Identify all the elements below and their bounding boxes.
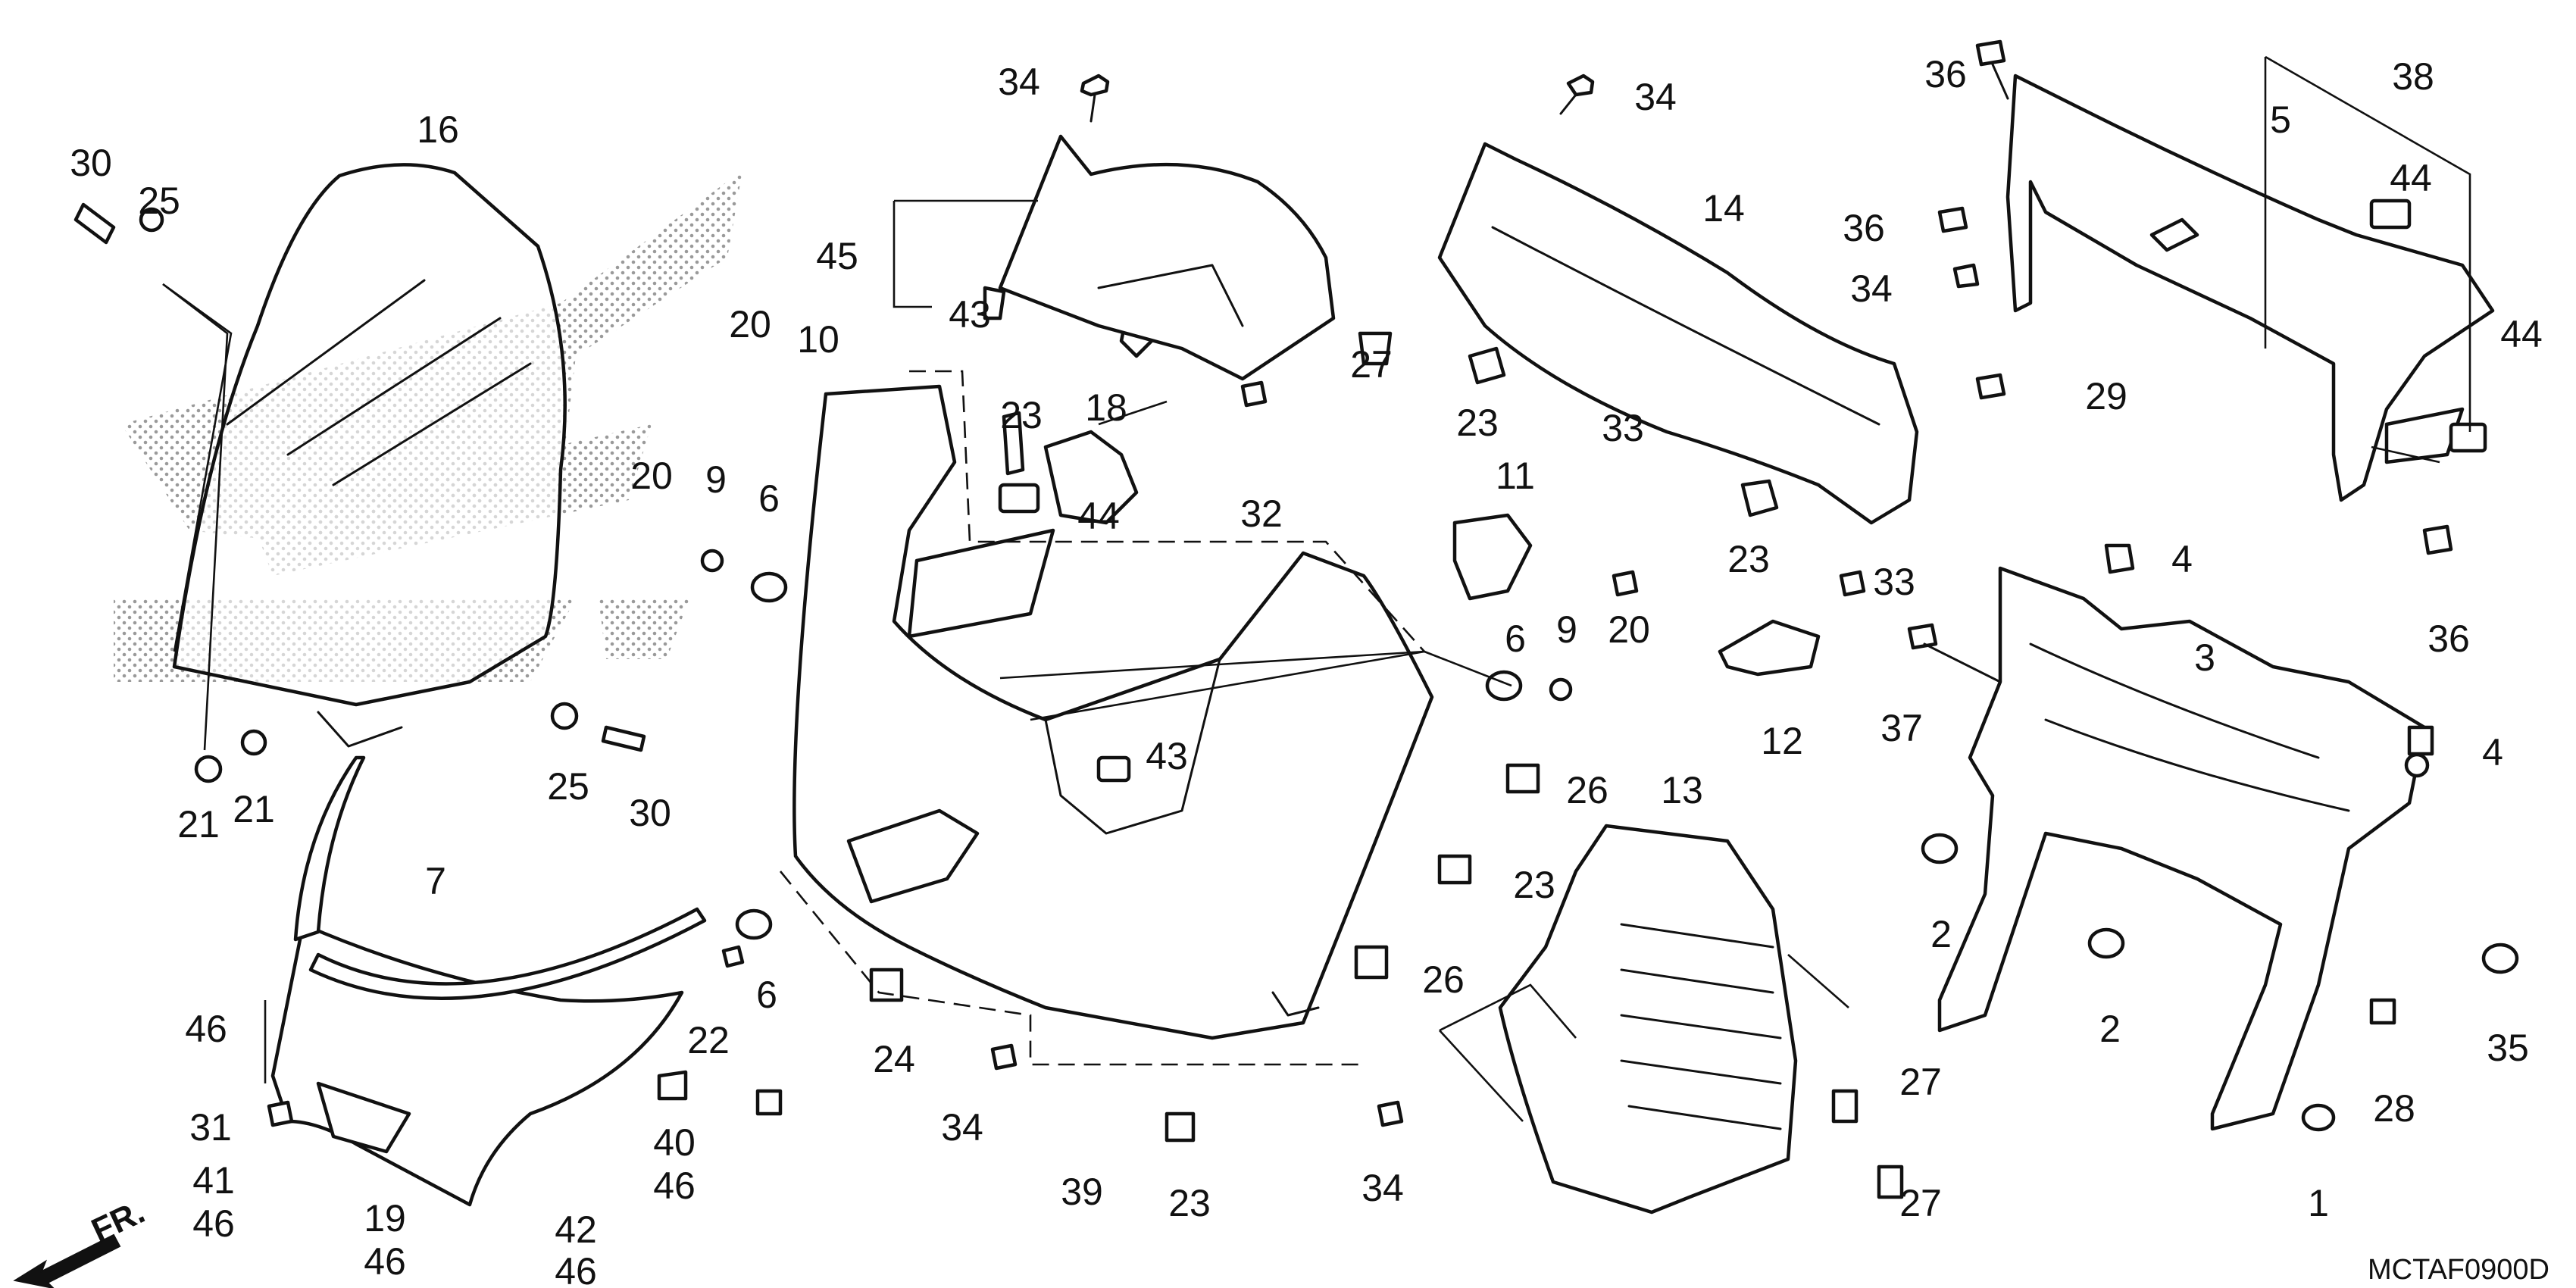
callout-9-a: 9 — [705, 458, 727, 501]
callout-23-d: 23 — [1513, 864, 1555, 906]
callout-2-a: 2 — [1930, 913, 1952, 955]
bracket-11-part — [1452, 513, 1533, 601]
front-cover-part — [270, 755, 707, 1207]
callout-33-b: 33 — [1873, 561, 1915, 603]
front-direction-label: FR. — [86, 1193, 151, 1249]
callout-39: 39 — [1061, 1171, 1103, 1213]
callout-27-a: 27 — [1350, 343, 1393, 386]
callout-23-b: 23 — [1456, 402, 1499, 444]
callout-40: 40 — [653, 1121, 696, 1164]
callout-30-b: 30 — [629, 792, 671, 834]
callout-27-b: 27 — [1899, 1061, 1942, 1103]
callout-34-a: 34 — [941, 1106, 983, 1149]
callout-23-a: 23 — [1000, 394, 1043, 436]
callout-12: 12 — [1761, 720, 1803, 762]
callout-5: 5 — [2270, 98, 2291, 141]
callout-27-c: 27 — [1899, 1182, 1942, 1224]
callout-35: 35 — [2487, 1027, 2529, 1069]
callout-32: 32 — [1240, 492, 1283, 535]
callout-labels: 30 25 16 21 21 25 30 7 46 31 41 46 19 46… — [70, 53, 2543, 1288]
callout-42: 42 — [555, 1208, 597, 1251]
front-direction-arrow: FR. — [13, 1193, 151, 1288]
callout-1: 1 — [2308, 1182, 2329, 1224]
callout-9-b: 9 — [1556, 608, 1577, 651]
callout-24: 24 — [873, 1038, 915, 1080]
callout-20-b: 20 — [630, 455, 673, 497]
diagram-code: MCTAF0900D — [2368, 1254, 2549, 1286]
callout-20-a: 20 — [729, 303, 771, 345]
callout-43-b: 43 — [1146, 735, 1188, 777]
callout-46-d: 46 — [555, 1250, 597, 1288]
small-cover-part — [1043, 430, 1139, 525]
callout-23-c: 23 — [1727, 538, 1770, 580]
callout-3: 3 — [2194, 636, 2215, 679]
callout-46-b: 46 — [192, 1202, 235, 1245]
callout-45: 45 — [816, 235, 858, 277]
callout-13: 13 — [1661, 769, 1703, 811]
leader-lines — [162, 55, 2471, 1122]
callout-6-a: 6 — [758, 477, 780, 520]
screw-icons — [267, 39, 2453, 1127]
callout-34-e: 34 — [1361, 1167, 1404, 1209]
hardware-parts — [657, 199, 2519, 1199]
callout-38: 38 — [2392, 55, 2434, 98]
group-outline-39 — [779, 370, 1425, 1066]
callout-44-c: 44 — [2500, 313, 2543, 355]
callout-34-d: 34 — [1850, 267, 1893, 310]
bracket-12-part — [1718, 619, 1821, 677]
callout-31: 31 — [189, 1106, 232, 1149]
callout-7: 7 — [425, 860, 446, 902]
callout-33-a: 33 — [1602, 407, 1644, 449]
callout-10: 10 — [797, 318, 839, 361]
callout-44-b: 44 — [2390, 157, 2432, 199]
callout-23-e: 23 — [1168, 1182, 1211, 1224]
callout-19: 19 — [364, 1197, 406, 1240]
callout-16: 16 — [417, 108, 459, 151]
callout-36-a: 36 — [1843, 207, 1885, 249]
windscreen-part — [172, 163, 567, 748]
callout-25-a: 25 — [138, 180, 180, 222]
callout-20-c: 20 — [1608, 608, 1650, 651]
callout-36-c: 36 — [2428, 617, 2470, 660]
callout-26-a: 26 — [1566, 769, 1608, 811]
callout-30-a: 30 — [70, 142, 112, 184]
callout-29: 29 — [2085, 375, 2127, 417]
upper-inner-cover-part — [998, 134, 1336, 381]
callout-43-a: 43 — [949, 293, 991, 336]
frame-stay-part — [1937, 566, 2427, 1131]
callout-41: 41 — [192, 1159, 235, 1202]
callout-22: 22 — [687, 1019, 730, 1061]
callout-34-c: 34 — [1634, 76, 1677, 118]
callout-6-b: 6 — [1505, 617, 1526, 660]
callout-18: 18 — [1085, 386, 1127, 429]
callout-21-b: 21 — [233, 788, 275, 830]
callout-11: 11 — [1496, 455, 1535, 497]
callout-14: 14 — [1702, 187, 1745, 230]
callout-34-b: 34 — [998, 61, 1040, 103]
callout-37: 37 — [1880, 707, 1923, 749]
callout-36-b: 36 — [1924, 53, 1967, 95]
callout-46-c: 46 — [364, 1240, 406, 1283]
callout-2-b: 2 — [2099, 1008, 2121, 1050]
lower-cover-part — [1498, 824, 1798, 1215]
callout-4-a: 4 — [2171, 538, 2193, 580]
callout-46-a: 46 — [185, 1008, 227, 1050]
callout-6-c: 6 — [756, 974, 777, 1016]
callout-25-b: 25 — [547, 765, 589, 808]
rear-inner-panel-part — [1437, 142, 1919, 525]
callout-44-a: 44 — [1077, 495, 1120, 537]
callout-46-e: 46 — [653, 1165, 696, 1207]
callout-21-a: 21 — [177, 803, 220, 846]
callout-28: 28 — [2373, 1087, 2415, 1130]
callout-4-b: 4 — [2482, 731, 2503, 774]
inner-fairing-part — [792, 384, 1434, 1040]
stay-part — [2005, 73, 2495, 502]
callout-26-b: 26 — [1422, 958, 1465, 1001]
